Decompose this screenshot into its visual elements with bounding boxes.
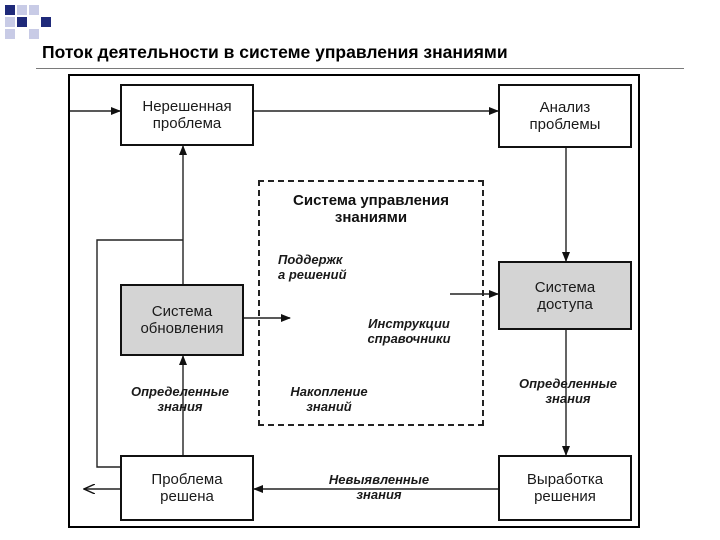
corner-square-3: [29, 5, 39, 15]
label-unrevealed-knowledge: Невыявленные знания: [328, 472, 430, 502]
box-problem-solved: Проблема решена: [120, 455, 254, 521]
corner-square-1: [5, 5, 15, 15]
corner-square-5: [17, 17, 27, 27]
box-decision-making: Выработка решения: [498, 455, 632, 521]
page-title: Поток деятельности в системе управления …: [42, 42, 508, 62]
kms-decision-support: Поддержк а решений: [278, 252, 347, 282]
corner-square-4: [5, 17, 15, 27]
box-unsolved-problem-label: Нерешенная проблема: [142, 98, 232, 132]
box-problem-analysis: Анализ проблемы: [498, 84, 632, 148]
title-underline: [36, 68, 684, 69]
box-update-system-label: Система обновления: [140, 303, 224, 337]
kms-title: Система управления знаниями: [293, 192, 449, 226]
box-unsolved-problem: Нерешенная проблема: [120, 84, 254, 146]
box-decision-making-label: Выработка решения: [526, 471, 604, 505]
corner-square-2: [17, 5, 27, 15]
box-problem-solved-label: Проблема решена: [151, 471, 223, 505]
diagram-frame: [68, 74, 640, 528]
box-problem-analysis-label: Анализ проблемы: [529, 99, 601, 133]
box-access-system: Система доступа: [498, 261, 632, 330]
corner-square-7: [5, 29, 15, 39]
kms-instructions: Инструкции справочники: [367, 316, 451, 346]
knowledge-management-system: [258, 180, 484, 426]
corner-square-6: [41, 17, 51, 27]
arrow-loop-left: [96, 239, 183, 468]
label-defined-knowledge-right: Определенные знания: [519, 376, 617, 406]
box-update-system: Система обновления: [120, 284, 244, 356]
label-defined-knowledge-left: Определенные знания: [131, 384, 229, 414]
corner-square-8: [29, 29, 39, 39]
box-access-system-label: Система доступа: [534, 278, 596, 313]
kms-accumulation: Накопление знаний: [290, 384, 368, 414]
